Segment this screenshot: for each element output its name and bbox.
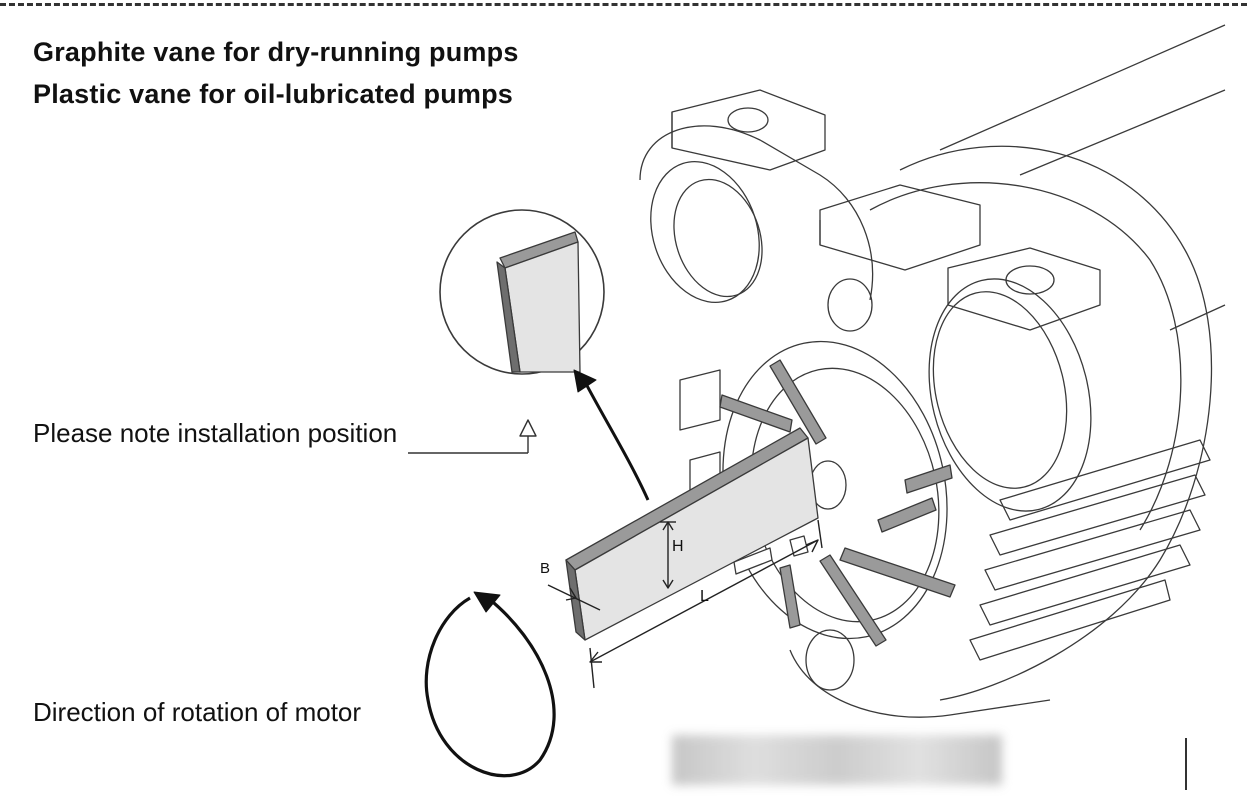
heading-plastic-vane: Plastic vane for oil-lubricated pumps: [33, 79, 514, 109]
housing-shaft-lines: [939, 24, 1226, 331]
heading-graphite-vane: Graphite vane for dry-running pumps: [33, 37, 519, 67]
blurred-text-region: [672, 735, 1002, 785]
installation-leader: [408, 419, 537, 454]
vertical-rule: [1185, 738, 1187, 790]
rotation-arrow: [424, 591, 556, 778]
dimension-markers: [547, 519, 823, 689]
dashed-top-rule: [0, 3, 1247, 6]
dimension-label-width: B: [540, 560, 551, 577]
installation-position-label: Please note installation position: [33, 418, 398, 448]
magnifier-inset: [439, 209, 605, 375]
dimension-label-height: H: [672, 538, 684, 555]
dimension-label-length: L: [700, 588, 709, 605]
rotor-vanes: [719, 359, 956, 647]
rotation-direction-label: Direction of rotation of motor: [33, 697, 362, 727]
removed-vane: [565, 427, 819, 641]
pointer-arrow: [573, 369, 650, 501]
